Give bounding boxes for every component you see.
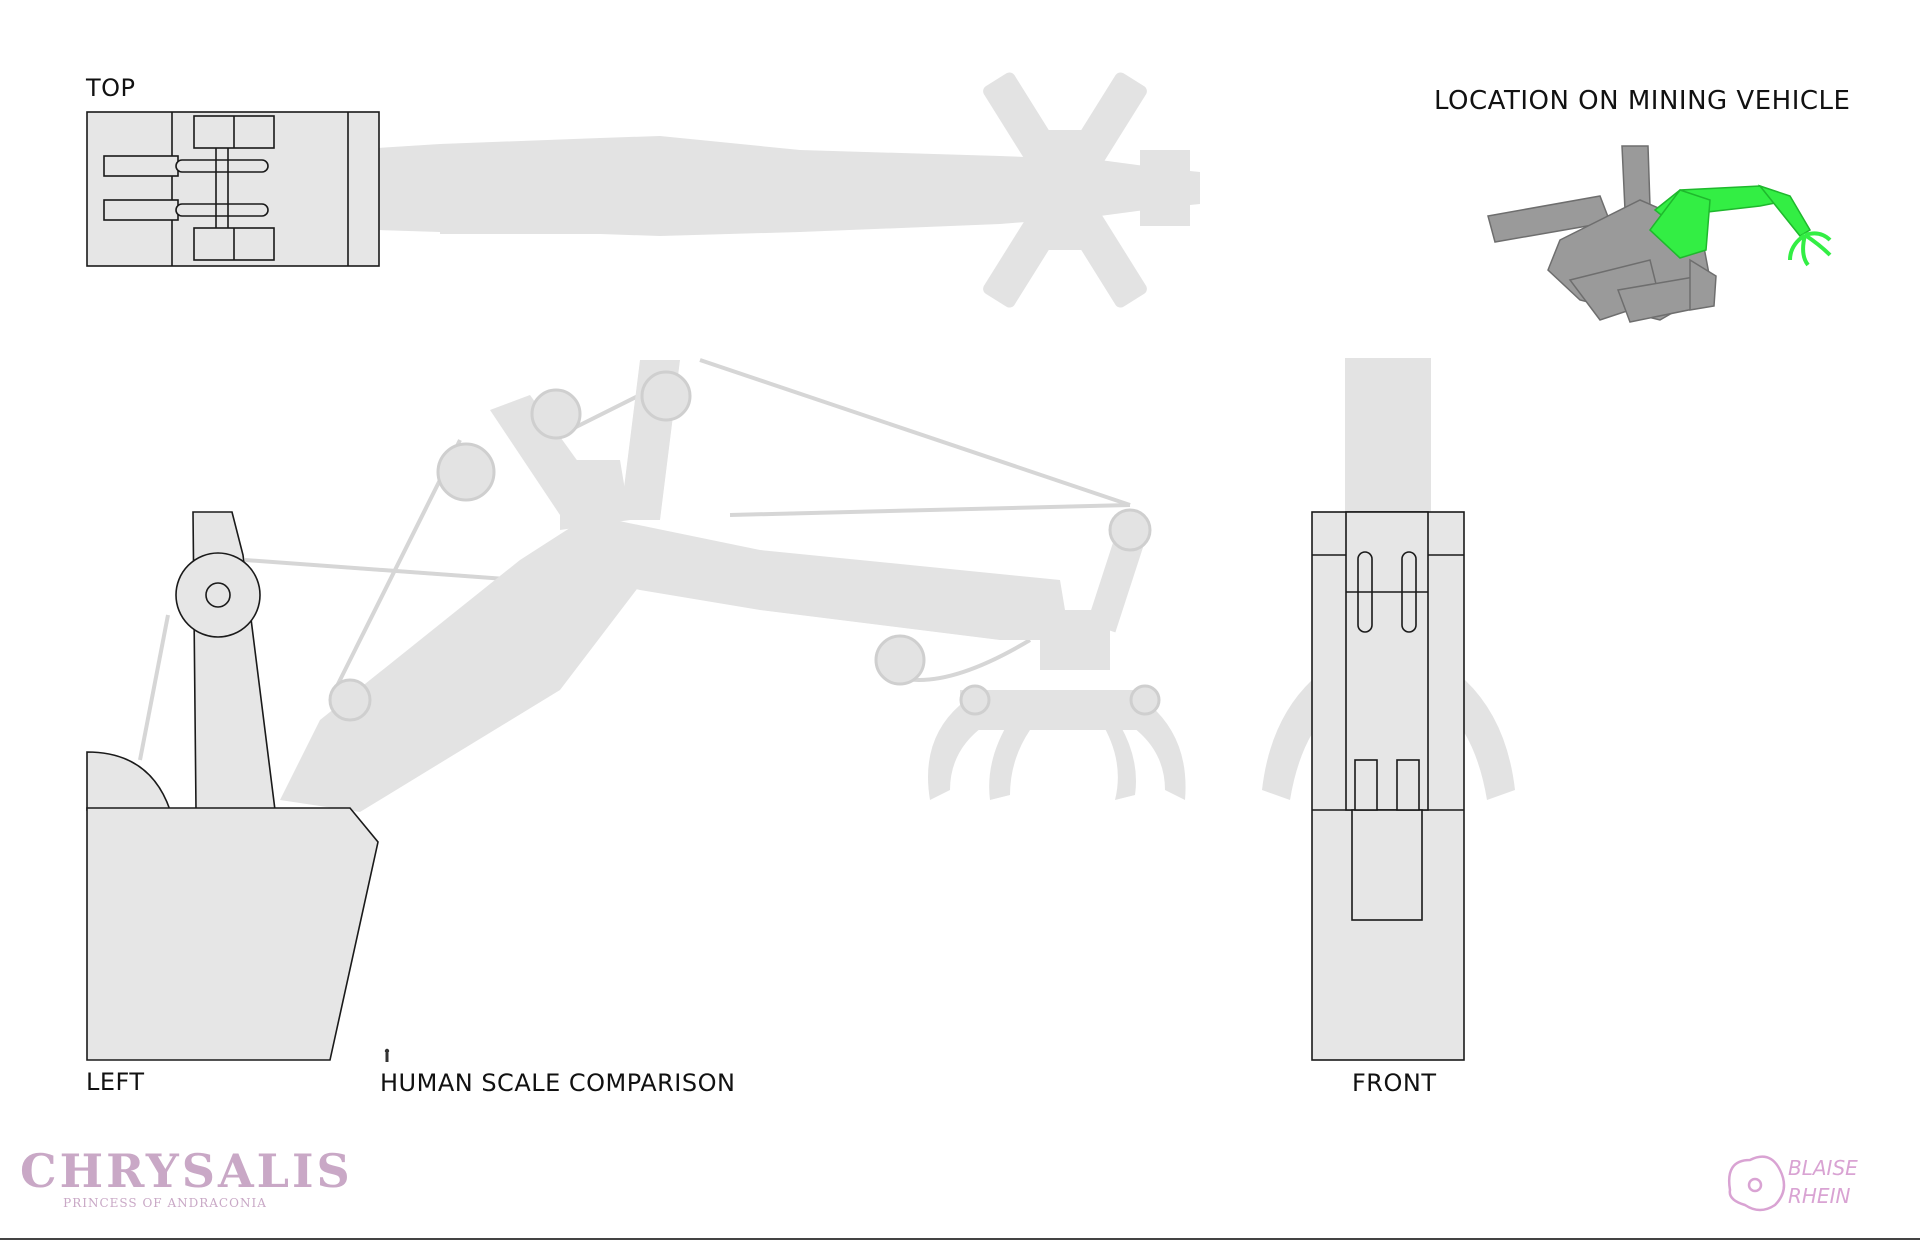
vehicle-model bbox=[1487, 145, 1717, 323]
logo-subtitle: PRINCESS OF ANDRACONIA bbox=[63, 1196, 267, 1210]
front-view bbox=[1262, 358, 1515, 1061]
artist-signature: BLAISE RHEIN bbox=[1722, 1150, 1892, 1230]
vehicle-location-illustration bbox=[1487, 145, 1832, 323]
top-view bbox=[86, 72, 1200, 308]
human-figure bbox=[384, 1048, 390, 1062]
left-view-label: LEFT bbox=[86, 1068, 145, 1096]
front-view-label: FRONT bbox=[1352, 1069, 1437, 1097]
bottom-rule bbox=[0, 1238, 1920, 1240]
signature-line-1: BLAISE bbox=[1788, 1156, 1858, 1180]
top-view-boom-ghost bbox=[378, 72, 1200, 308]
human-scale-label: HUMAN SCALE COMPARISON bbox=[380, 1069, 736, 1097]
vehicle-highlight-arm bbox=[1648, 184, 1832, 267]
location-label: LOCATION ON MINING VEHICLE bbox=[1434, 86, 1851, 116]
left-view-sheaves bbox=[328, 370, 1161, 722]
signature-doodle bbox=[1727, 1155, 1786, 1212]
left-view-boom-ghost bbox=[280, 360, 1186, 812]
signature-line-2: RHEIN bbox=[1788, 1184, 1851, 1208]
top-view-label: TOP bbox=[86, 74, 136, 102]
chrysalis-logo: CHRYSALIS PRINCESS OF ANDRACONIA bbox=[20, 1144, 353, 1210]
left-view bbox=[86, 358, 1186, 1062]
left-view-base bbox=[86, 511, 379, 1061]
top-view-body bbox=[86, 111, 380, 267]
logo-title: CHRYSALIS bbox=[20, 1144, 353, 1198]
front-view-body bbox=[1311, 511, 1465, 1061]
